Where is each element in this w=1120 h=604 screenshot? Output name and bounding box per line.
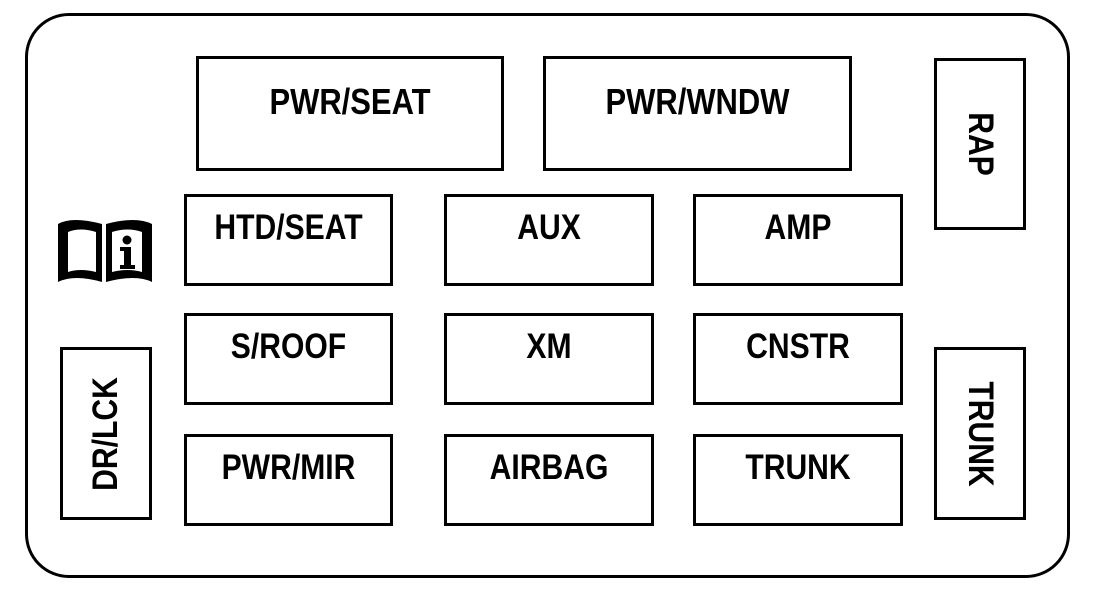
fuse-label: RAP (961, 112, 1000, 176)
owners-manual-info-icon (58, 220, 152, 282)
fuse-pwr-wndw[interactable]: PWR/WNDW (543, 56, 852, 171)
fuse-s-roof[interactable]: S/ROOF (184, 313, 393, 405)
fuse-label: TRUNK (961, 380, 1000, 487)
fuse-label: HTD/SEAT (214, 208, 363, 247)
fuse-trunk[interactable]: TRUNK (693, 434, 903, 526)
fuse-pwr-seat[interactable]: PWR/SEAT (196, 56, 504, 171)
relay-rap[interactable]: RAP (934, 58, 1026, 230)
fuse-label: DR/LCK (86, 376, 125, 491)
fuse-label: TRUNK (745, 448, 851, 487)
fuse-airbag[interactable]: AIRBAG (444, 434, 654, 526)
fuse-label: AIRBAG (489, 448, 609, 487)
fuse-label: CNSTR (746, 327, 850, 366)
relay-trunk[interactable]: TRUNK (934, 347, 1026, 520)
fuse-htd-seat[interactable]: HTD/SEAT (184, 194, 393, 286)
fuse-label: S/ROOF (230, 327, 347, 366)
fuse-cnstr[interactable]: CNSTR (693, 313, 903, 405)
fuse-label: PWR/WNDW (605, 81, 790, 122)
fuse-label: XM (526, 327, 572, 366)
fuse-pwr-mir[interactable]: PWR/MIR (184, 434, 393, 526)
fuse-amp[interactable]: AMP (693, 194, 903, 286)
fuse-label: AMP (764, 208, 832, 247)
fuse-label: PWR/SEAT (269, 81, 431, 122)
fuse-label: AUX (517, 208, 581, 247)
fuse-aux[interactable]: AUX (444, 194, 654, 286)
fuse-label: PWR/MIR (221, 448, 356, 487)
relay-dr-lck[interactable]: DR/LCK (60, 347, 152, 520)
fuse-xm[interactable]: XM (444, 313, 654, 405)
